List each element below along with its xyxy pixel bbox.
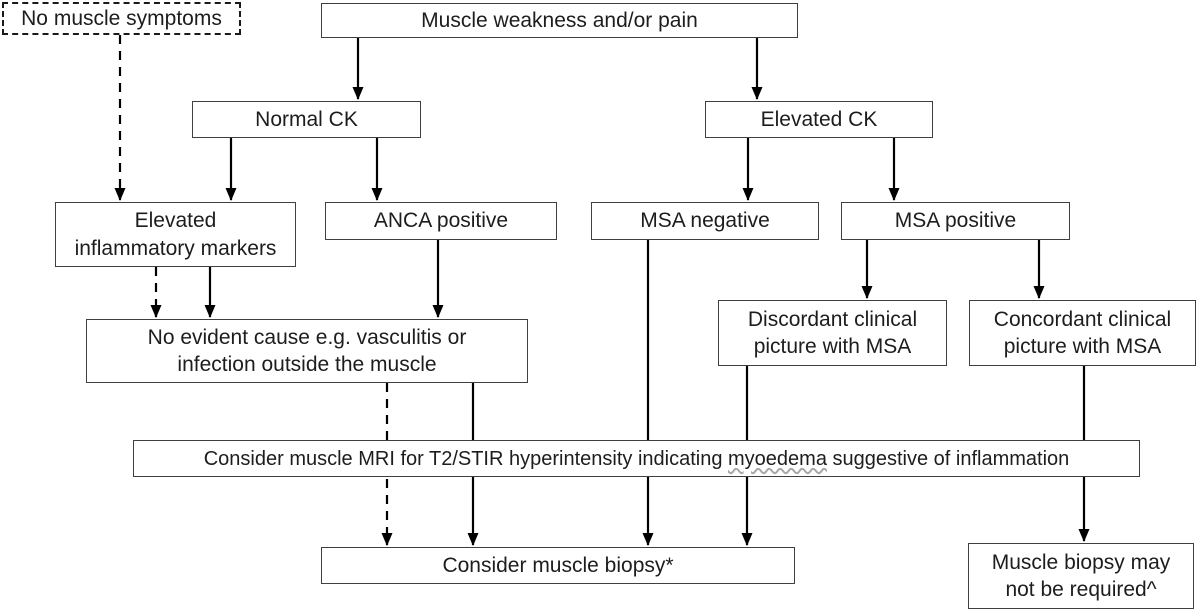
node-normal-ck: Normal CK [192, 101, 421, 138]
node-label: MSA positive [894, 209, 1017, 233]
node-elevated-ck: Elevated CK [705, 101, 933, 138]
node-no-muscle-symptoms: No muscle symptoms [2, 2, 241, 35]
node-label: No evident cause e.g. vasculitis or infe… [147, 325, 467, 376]
node-muscle-weakness-pain: Muscle weakness and/or pain [321, 3, 798, 38]
node-label: Discordant clinical picture with MSA [747, 307, 918, 358]
node-concordant-clinical-picture: Concordant clinical picture with MSA [969, 300, 1196, 366]
mri-underlined-word: myoedema [728, 447, 827, 470]
node-no-evident-cause: No evident cause e.g. vasculitis or infe… [86, 319, 528, 383]
node-label: Consider muscle biopsy* [442, 553, 674, 577]
node-label: Elevated inflammatory markers [74, 209, 277, 260]
node-label: Muscle weakness and/or pain [421, 8, 698, 32]
mri-text-after: suggestive of inflammation [826, 447, 1070, 470]
node-discordant-clinical-picture: Discordant clinical picture with MSA [718, 300, 947, 366]
node-anca-positive: ANCA positive [325, 202, 557, 240]
node-biopsy-not-required: Muscle biopsy may not be required^ [968, 543, 1194, 609]
node-label: ANCA positive [373, 209, 509, 233]
node-label: Elevated CK [760, 107, 878, 131]
node-label: MSA negative [640, 209, 770, 233]
node-label: Consider muscle MRI for T2/STIR hyperint… [204, 446, 1070, 472]
node-label: No muscle symptoms [21, 6, 222, 30]
node-consider-muscle-mri: Consider muscle MRI for T2/STIR hyperint… [133, 440, 1140, 477]
mri-text-before: Consider muscle MRI for T2/STIR hyperint… [203, 447, 728, 470]
node-msa-negative: MSA negative [591, 202, 819, 240]
node-label: Normal CK [255, 107, 358, 131]
node-msa-positive: MSA positive [841, 202, 1070, 240]
node-elevated-inflammatory-markers: Elevated inflammatory markers [55, 202, 296, 267]
node-consider-muscle-biopsy: Consider muscle biopsy* [321, 547, 795, 584]
node-label: Muscle biopsy may not be required^ [991, 550, 1171, 601]
node-label: Concordant clinical picture with MSA [993, 307, 1172, 358]
